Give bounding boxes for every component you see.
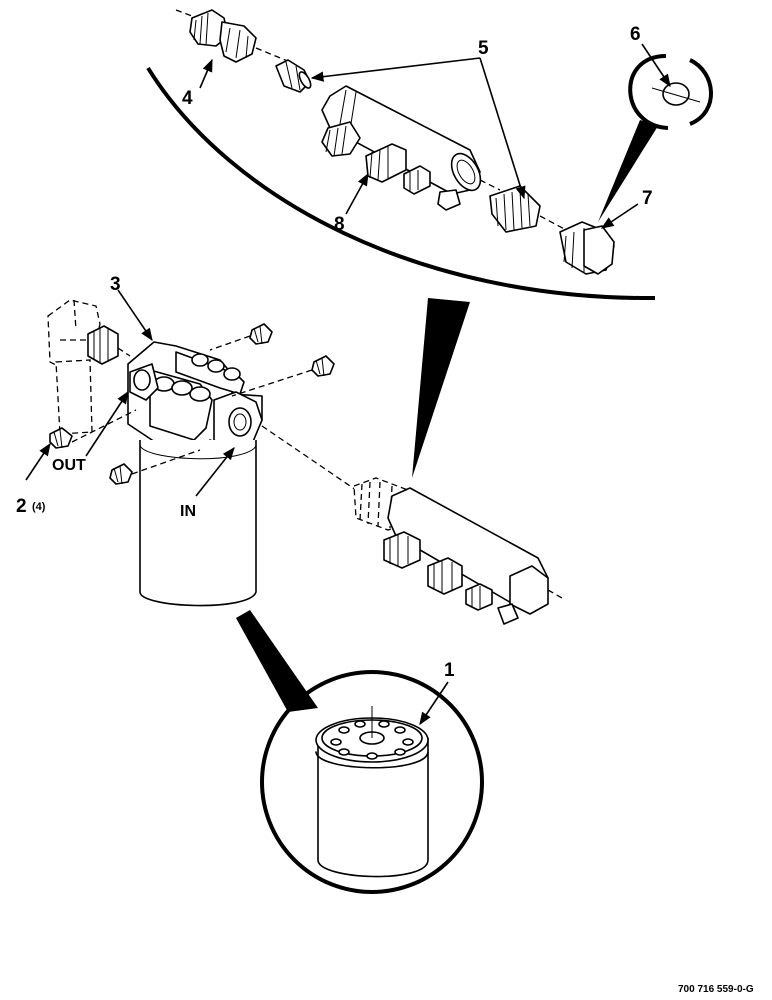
item-5-spring <box>489 185 541 233</box>
figure-number: 700 716 559-0-G <box>678 984 754 995</box>
item-7-plug <box>559 221 615 275</box>
head-port-fitting <box>87 325 119 365</box>
phantom-elbow-fitting <box>47 299 101 435</box>
callout-item-2: 2 <box>16 496 27 517</box>
callout-item-5: 5 <box>478 38 489 59</box>
callout-item-1: 1 <box>444 660 455 681</box>
port-label-in: IN <box>180 503 196 520</box>
callout-labels: 4 5 6 7 8 3 2 (4) OUT IN 1 700 716 559-0… <box>16 24 754 995</box>
inset-pointer-wedge <box>598 120 658 222</box>
item-6-oring-inset <box>598 54 713 222</box>
item-4-fitting <box>189 9 257 63</box>
manifold-body-enlarged <box>321 85 482 211</box>
manifold-detail-view <box>146 9 713 478</box>
filter-assembly <box>47 299 357 607</box>
callout-item-8: 8 <box>334 214 345 235</box>
element-pointer-wedge <box>236 610 318 712</box>
manifold-assembly <box>353 477 563 625</box>
callout-item-6: 6 <box>630 24 641 45</box>
callout-item-4: 4 <box>182 88 193 109</box>
item-1-filter-element <box>315 706 429 878</box>
callout-item-3: 3 <box>110 274 121 295</box>
callout-item-2-quantity: (4) <box>32 501 46 513</box>
item-5-check-valve-cartridge <box>275 59 312 93</box>
item-3-filter-head <box>127 341 263 453</box>
filter-canister <box>139 440 257 607</box>
detail-pointer-wedge <box>412 298 470 478</box>
callout-item-7: 7 <box>642 188 653 209</box>
port-label-out: OUT <box>52 457 86 474</box>
item-2-set-screws <box>49 323 335 485</box>
filter-element-detail-view <box>236 610 484 894</box>
